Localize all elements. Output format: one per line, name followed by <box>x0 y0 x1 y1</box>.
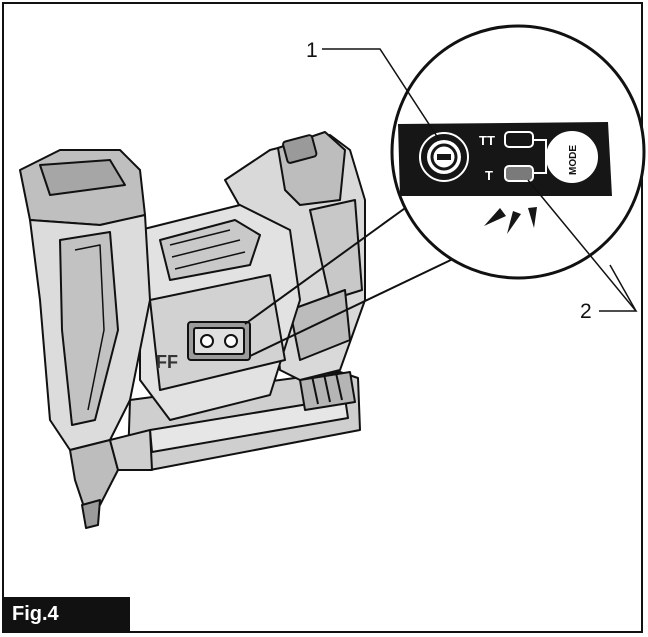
single-indicator-lamp-icon <box>504 165 534 182</box>
callout-1: 1 <box>306 39 439 139</box>
double-nail-mark: TT <box>479 133 495 148</box>
svg-text:FF: FF <box>156 352 178 372</box>
leader-line-1 <box>322 48 439 139</box>
callout-number-2: 2 <box>580 300 592 323</box>
figure-label: Fig.4 <box>4 597 130 631</box>
lamp-bracket <box>534 139 547 174</box>
mode-button-label: MODE <box>568 145 579 175</box>
power-button-icon <box>419 132 469 182</box>
magnified-panel: TT T MODE <box>390 24 646 280</box>
nailer-tool: FF <box>19 131 366 529</box>
magnifier-lines <box>244 205 456 357</box>
callout-number-1: 1 <box>306 39 318 62</box>
light-rays-icon <box>484 207 537 234</box>
mode-button-icon: MODE <box>546 131 598 183</box>
callout-2: 2 <box>527 179 638 323</box>
leader-line-2b <box>609 264 637 312</box>
double-indicator-lamp-icon <box>504 131 534 148</box>
single-nail-mark: T <box>485 168 493 183</box>
